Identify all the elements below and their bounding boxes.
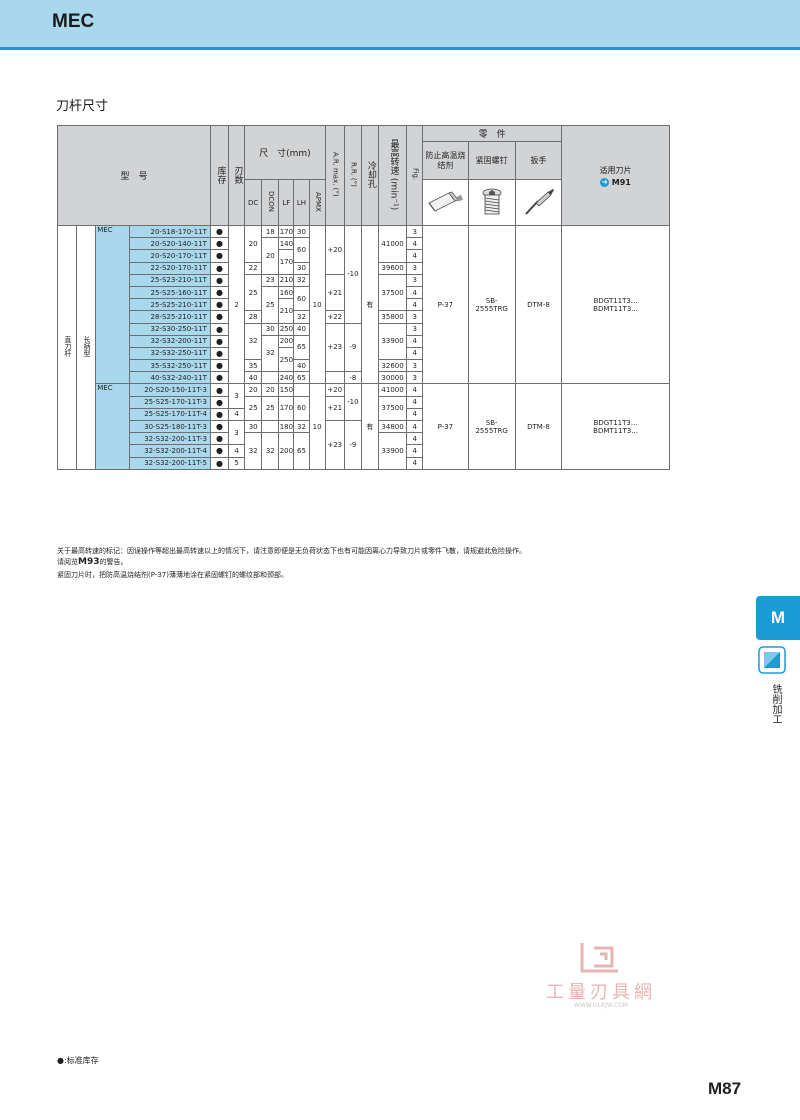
table-row: 40-S32-240-11T ● 40 240 65 -8 30000 3 [58,371,670,385]
wrench-image [514,179,563,226]
model-code: 25-S23-210-11T [129,273,211,287]
insert-head-label: 适用刀片 [599,165,632,175]
insert-ref[interactable]: ➜ M91 [600,177,631,187]
screw-icon [482,188,502,214]
col-anti: 防止高温烧结剂 [422,141,469,180]
model-code: 20-S18-170-11T [129,224,211,239]
milling-icon [758,646,786,674]
col-ar: A.R. max. (°) [324,125,345,226]
table-row: MEC 20-S20-150-11T-3 ● 3 20 20 150 10 +2… [58,383,670,470]
table-row: 25-S25-170-11T-3 ● 25 25 170 60 +21 3750… [58,395,670,422]
model-code: 32-S32-200-11T-3 [129,432,211,446]
col-wrench: 扳手 [514,141,563,180]
section-tab-m[interactable]: M [756,596,800,640]
wrench-icon [525,188,555,215]
anti-g2: P-37 [422,383,469,470]
model-code: 22-S20-170-11T [129,261,211,275]
wrench-g2: DTM-8 [514,383,563,470]
tube-icon [428,191,464,212]
col-apmx: APMX [308,179,326,226]
category-long: 长柄型 [76,225,97,470]
stock-legend: ●:标准库存 [57,1056,99,1065]
model-code: 35-S32-250-11T [129,359,211,373]
header-title: MEC [52,11,95,32]
watermark-text: 工量刃具網 [546,982,656,1003]
watermark-logo-icon [580,943,618,973]
apmx-g2: 10 [308,383,326,470]
wrench-g1: DTM-8 [514,224,563,385]
table-row: 32-S32-200-11T-3 ● 32 32 200 65 33900 4 [58,432,670,470]
anti-seize-image [422,179,469,226]
col-screw: 紧固螺钉 [467,141,516,180]
section-tab-label: 铣削加工 [770,684,781,724]
dimension-table: 型 号 库存 刃数 尺 寸(mm) A.R. max. (°) R.R. (°)… [56,125,670,470]
col-rr: R.R. (°) [343,125,362,226]
table-row: 32-S32-200-11T-5 ● 5 4 [58,456,670,470]
inserts-g1: BDGT11T3...BDMT11T3... [561,224,670,385]
model-code: 20-S20-150-11T-3 [129,383,211,397]
model-code: 30-S25-180-11T-3 [129,419,211,434]
coolant-g2: 有 [360,383,379,470]
col-flutes: 刃数 [228,125,246,226]
col-stock: 库存 [209,125,230,226]
note-anti-seize: 紧固刀片时，把防高温烧结剂(P-37)薄薄地涂在紧固螺钉的螺纹部和颈部。 [57,571,288,579]
col-lh: LH [293,179,310,226]
flutes-g1: 2 [228,224,246,385]
col-fig: Fig. [406,125,424,226]
model-code: 32-S32-200-11T [129,334,211,348]
col-parts: 零 件 [422,125,563,142]
col-dims: 尺 寸(mm) [244,125,326,180]
category-straight: 直刀杆 [56,225,78,470]
model-code: 32-S32-250-11T [129,346,211,361]
warning-page-link[interactable]: M93 [78,557,100,567]
model-code: 32-S30-250-11T [129,322,211,336]
series-label: MEC [95,383,131,470]
col-lf: LF [278,179,295,226]
model-code: 25-S25-210-11T [129,298,211,312]
apmx-g1: 10 [308,224,326,385]
table-row: 32-S32-200-11T-4 ● 4 4 [58,444,670,458]
arrow-right-icon: ➜ [600,177,610,187]
screw-g2: SB-2555TRG [467,383,516,470]
table-row: 20-S20-170-11T ● 170 4 [58,249,670,275]
section-title: 刀杆尺寸 [56,99,109,114]
model-code: 20-S20-140-11T [129,237,211,251]
page-number: M87 [708,1079,742,1098]
model-code: 25-S25-160-11T [129,285,211,300]
table-row: 25-S23-210-11T ● 25 23 210 32 +21 37500 … [58,273,670,312]
col-dc: DC [244,179,263,226]
inserts-g2: BDGT11T3...BDMT11T3... [561,383,670,470]
table-row: 35-S32-250-11T ● 35 40 32600 3 [58,359,670,373]
coolant-g1: 有 [360,224,379,385]
col-rpm: 最高转速 (min⁻¹) [377,125,408,226]
note-warning-ref: 请阅览M93的警告。 [57,557,128,567]
model-code: 25-S25-170-11T-4 [129,407,211,422]
watermark: 工量刃具網 WWW.GLRJW.COM [534,940,668,1020]
table-row: 28-S25-210-11T ● 28 32 +22 35800 3 [58,310,670,324]
watermark-url: WWW.GLRJW.COM [573,1002,629,1009]
anti-g1: P-37 [422,224,469,385]
table-row: 30-S25-180-11T-3 ● 3 30 180 32 +23 -9 34… [58,419,670,470]
table-row: 25-S25-160-11T ● 25 160 60 4 [58,285,670,324]
model-code: 25-S25-170-11T-3 [129,395,211,409]
model-code: 28-S25-210-11T [129,310,211,324]
series-label: MEC [95,224,131,385]
col-dcon: DCON [261,179,280,226]
screw-image [467,179,516,226]
model-code: 32-S32-200-11T-5 [129,456,211,470]
col-coolant: 冷却孔 [360,125,379,226]
model-code: 40-S32-240-11T [129,371,211,385]
page-header: MEC [0,0,800,50]
table-row: 25-S25-170-11T-4 ● 4 4 [58,407,670,422]
col-insert: 适用刀片 ➜ M91 [561,125,670,226]
note-max-speed: 关于最高转速的标记：因误操作等超出最高转速以上的情况下，请注意即便是无负荷状态下… [57,547,526,555]
table-row: 直刀杆 长柄型 MEC 20-S18-170-11T ● 2 20 18 170… [56,224,670,470]
model-code: 32-S32-200-11T-4 [129,444,211,458]
col-model: 型 号 [57,125,211,226]
screw-g1: SB-2555TRG [467,224,516,385]
model-code: 20-S20-170-11T [129,249,211,263]
